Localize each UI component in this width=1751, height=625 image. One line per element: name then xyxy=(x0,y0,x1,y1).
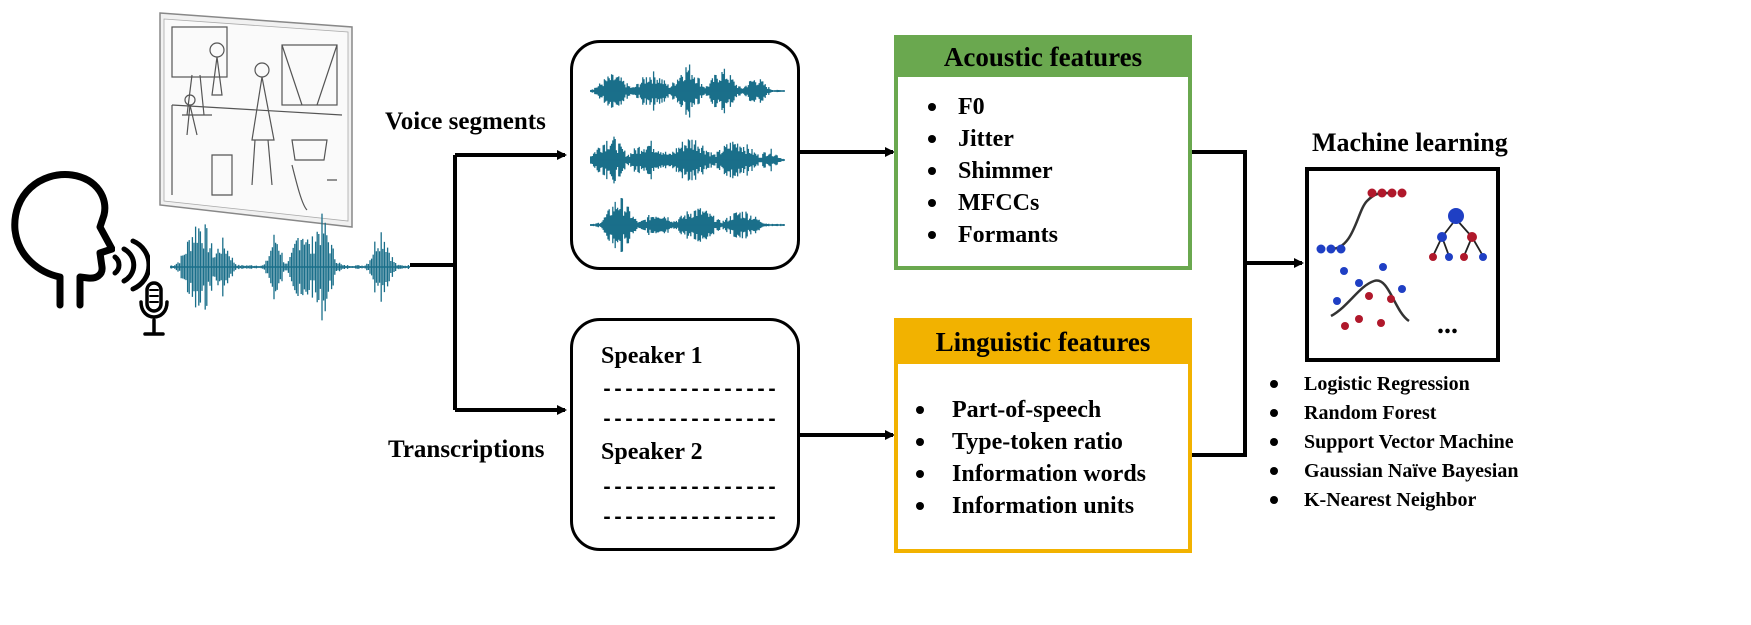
bullet-icon xyxy=(916,502,924,510)
list-item-label: Logistic Regression xyxy=(1304,373,1470,395)
transcription-box: Speaker 1 ------------------ -----------… xyxy=(570,318,800,551)
transcript-line: ------------------ xyxy=(601,379,776,402)
list-item-label: Information units xyxy=(952,493,1135,519)
bullet-icon xyxy=(1270,409,1278,417)
bullet-icon xyxy=(928,231,936,239)
list-item-label: Information words xyxy=(952,461,1147,487)
transcript-line: ------------------ xyxy=(601,409,776,432)
ml-illustration-box: ... xyxy=(1305,167,1500,362)
list-item-label: Support Vector Machine xyxy=(1304,431,1514,453)
list-item-label: Formants xyxy=(958,222,1058,248)
bullet-icon xyxy=(928,199,936,207)
voice-segments-box xyxy=(570,40,800,270)
list-item: Shimmer xyxy=(928,155,1058,187)
class-a-point xyxy=(1367,188,1377,198)
list-item: Jitter xyxy=(928,123,1058,155)
linguistic-features-title: Linguistic features xyxy=(935,327,1151,357)
segment-waveform xyxy=(590,198,785,252)
list-item-label: F0 xyxy=(958,94,985,120)
input-waveform xyxy=(170,213,410,321)
list-item: Gaussian Naïve Bayesian xyxy=(1270,457,1518,486)
list-item-label: Random Forest xyxy=(1304,402,1437,424)
list-item: Formants xyxy=(928,219,1058,251)
microphone-icon xyxy=(138,280,170,340)
bullet-icon xyxy=(1270,496,1278,504)
speaker-2-label: Speaker 2 xyxy=(601,439,703,465)
list-item-label: MFCCs xyxy=(958,190,1040,216)
list-item-label: Jitter xyxy=(958,126,1014,152)
bullet-icon xyxy=(928,167,936,175)
transcriptions-label: Transcriptions xyxy=(388,436,545,463)
acoustic-features-header xyxy=(898,39,1188,77)
list-item: F0 xyxy=(928,91,1058,123)
speaking-head-icon xyxy=(0,165,116,325)
list-item: Type-token ratio xyxy=(916,426,1146,458)
bullet-icon xyxy=(916,406,924,414)
list-item-label: K-Nearest Neighbor xyxy=(1304,489,1477,511)
linguistic-features-header xyxy=(898,322,1188,364)
ml-ellipsis: ... xyxy=(1437,309,1458,340)
machine-learning-title: Machine learning xyxy=(1312,128,1508,157)
list-item-label: Gaussian Naïve Bayesian xyxy=(1304,460,1519,482)
bullet-icon xyxy=(928,135,936,143)
list-item: Random Forest xyxy=(1270,399,1518,428)
bullet-icon xyxy=(1270,467,1278,475)
list-item: Logistic Regression xyxy=(1270,370,1518,399)
list-item: Information words xyxy=(916,458,1146,490)
list-item: Support Vector Machine xyxy=(1270,428,1518,457)
list-item-label: Type-token ratio xyxy=(952,429,1123,455)
bullet-icon xyxy=(1270,380,1278,388)
speaker-1-label: Speaker 1 xyxy=(601,343,703,369)
voice-segments-label: Voice segments xyxy=(385,108,546,135)
picture-card-icon xyxy=(152,5,362,230)
bullet-icon xyxy=(916,438,924,446)
list-item: Part-of-speech xyxy=(916,394,1146,426)
ml-algorithms-illustration xyxy=(1316,188,1487,330)
list-item-label: Part-of-speech xyxy=(952,397,1102,423)
transcript-line: ------------------ xyxy=(601,507,776,530)
list-item: MFCCs xyxy=(928,187,1058,219)
bullet-icon xyxy=(928,103,936,111)
list-item-label: Shimmer xyxy=(958,158,1053,184)
bullet-icon xyxy=(916,470,924,478)
transcript-line: ------------------ xyxy=(601,477,776,500)
list-item: K-Nearest Neighbor xyxy=(1270,486,1518,515)
bullet-icon xyxy=(1270,438,1278,446)
segment-waveform xyxy=(590,136,785,184)
class-b-point xyxy=(1316,244,1326,254)
list-item: Information units xyxy=(916,490,1146,522)
acoustic-features-title: Acoustic features xyxy=(943,42,1143,72)
sound-waves-icon xyxy=(110,235,152,295)
segment-waveform xyxy=(590,64,785,118)
